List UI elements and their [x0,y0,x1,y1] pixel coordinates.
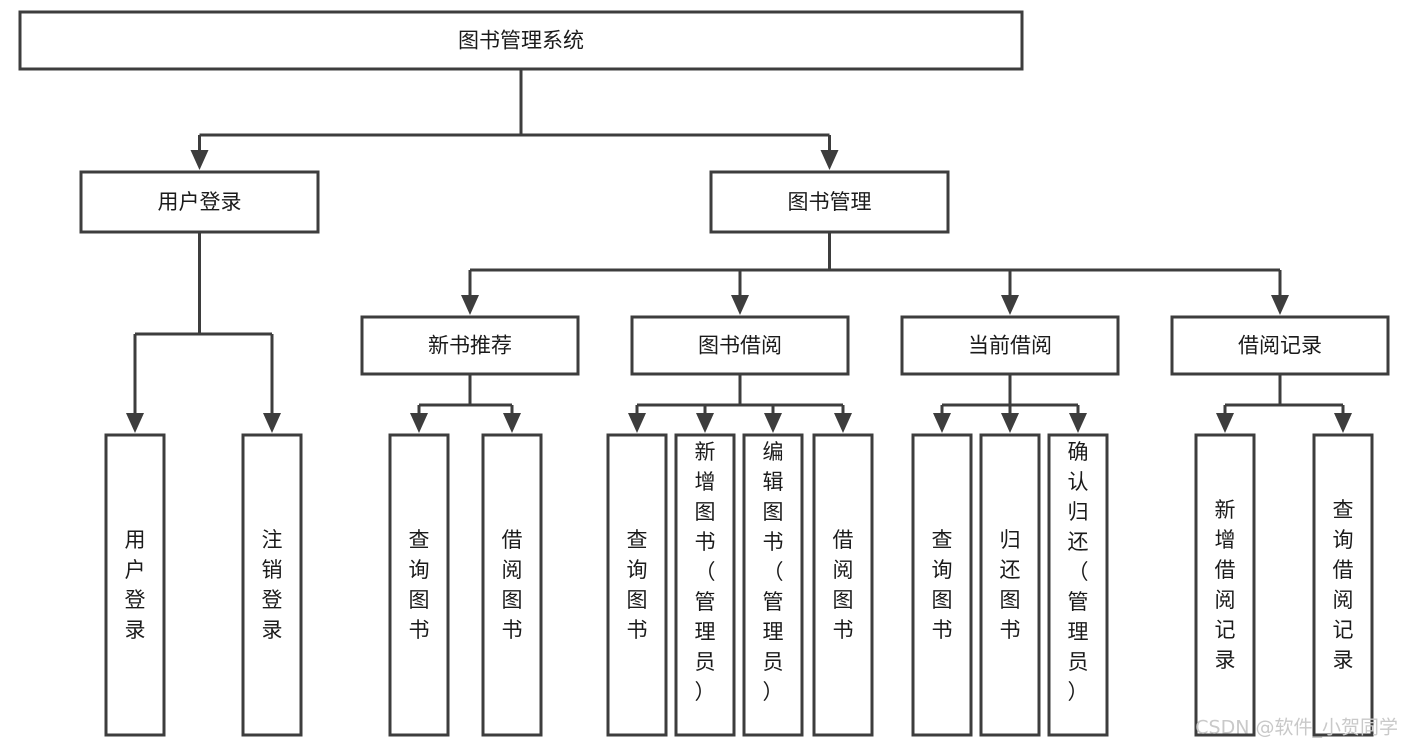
node-query-book-borrow[interactable]: 查询图书 [606,433,668,737]
arrow-head-icon-query-borrow-record [1334,413,1352,433]
csdn-watermark: CSDN @软件_小贺同学 [1195,717,1398,739]
node-box-root[interactable] [18,10,1024,71]
node-box-book-borrow[interactable] [630,315,850,376]
node-book-manage[interactable]: 图书管理 [709,170,950,234]
arrow-head-icon-borrow-book-action [834,413,852,433]
node-box-return-book[interactable] [979,433,1041,737]
node-label-user-login: 用户登录 [158,190,242,214]
node-box-add-borrow-record[interactable] [1194,433,1256,737]
arrow-head-icon-edit-book-admin [764,413,782,433]
node-book-borrow[interactable]: 图书借阅 [630,315,850,376]
node-box-query-book-recommend[interactable] [388,433,450,737]
arrow-head-icon-add-book-admin [696,413,714,433]
node-query-borrow-record[interactable]: 查询借阅记录 [1312,433,1374,737]
node-box-edit-book-admin[interactable] [742,433,804,737]
arrow-head-icon-new-book-recommend [461,295,479,315]
node-label-add-borrow-record: 新增借阅记录 [1215,498,1236,672]
node-box-book-manage[interactable] [709,170,950,234]
node-box-add-book-admin[interactable] [674,433,736,737]
node-label-current-borrow: 当前借阅 [968,334,1052,358]
node-box-new-book-recommend[interactable] [360,315,580,376]
node-user-login-do[interactable]: 用户登录 [104,433,166,737]
node-label-borrow-book-recommend: 借阅图书 [502,528,523,642]
arrow-head-icon-user-login-do [126,413,144,433]
arrow-head-icon-user-login [190,150,209,170]
arrow-head-icon-user-logout [263,413,281,433]
node-box-user-login-do[interactable] [104,433,166,737]
arrow-head-icon-confirm-return-admin [1069,413,1087,433]
node-box-borrow-book-action[interactable] [812,433,874,737]
node-new-book-recommend[interactable]: 新书推荐 [360,315,580,376]
arrow-head-icon-book-borrow [731,295,749,315]
node-box-query-book-borrow[interactable] [606,433,668,737]
node-current-borrow[interactable]: 当前借阅 [900,315,1120,376]
node-label-query-book-borrow: 查询图书 [627,528,648,642]
node-label-root: 图书管理系统 [458,29,584,53]
connector-layer [126,69,1352,433]
node-box-current-borrow[interactable] [900,315,1120,376]
node-label-confirm-return-admin: 确认归还（管理员） [1068,440,1089,704]
node-box-borrow-record[interactable] [1170,315,1390,376]
node-query-book-current[interactable]: 查询图书 [911,433,973,737]
node-user-logout[interactable]: 注销登录 [241,433,303,737]
arrow-head-icon-borrow-book-recommend [503,413,521,433]
node-root[interactable]: 图书管理系统 [18,10,1024,71]
node-borrow-book-action[interactable]: 借阅图书 [812,433,874,737]
node-label-edit-book-admin: 编辑图书（管理员） [763,440,784,704]
arrow-head-icon-query-book-borrow [628,413,646,433]
node-label-query-book-recommend: 查询图书 [409,528,430,642]
node-label-user-login-do: 用户登录 [125,528,146,642]
node-label-query-book-current: 查询图书 [932,528,953,642]
node-label-borrow-record: 借阅记录 [1238,334,1322,358]
node-label-borrow-book-action: 借阅图书 [833,528,854,642]
arrow-head-icon-book-manage [820,150,839,170]
node-box-query-borrow-record[interactable] [1312,433,1374,737]
node-layer: 图书管理系统用户登录图书管理用户登录注销登录新书推荐图书借阅当前借阅借阅记录查询… [18,10,1390,737]
node-label-book-manage: 图书管理 [788,190,872,214]
arrow-head-icon-query-book-current [933,413,951,433]
arrow-head-icon-return-book [1001,413,1019,433]
node-label-new-book-recommend: 新书推荐 [428,334,512,358]
node-query-book-recommend[interactable]: 查询图书 [388,433,450,737]
node-box-confirm-return-admin[interactable] [1047,433,1109,737]
node-label-query-borrow-record: 查询借阅记录 [1333,498,1354,672]
node-confirm-return-admin[interactable]: 确认归还（管理员） [1047,433,1109,737]
node-add-borrow-record[interactable]: 新增借阅记录 [1194,433,1256,737]
node-box-user-logout[interactable] [241,433,303,737]
node-label-user-logout: 注销登录 [262,528,283,642]
node-label-book-borrow: 图书借阅 [698,334,782,358]
arrow-head-icon-current-borrow [1001,295,1019,315]
node-box-user-login[interactable] [79,170,320,234]
arrow-head-icon-query-book-recommend [410,413,428,433]
node-borrow-record[interactable]: 借阅记录 [1170,315,1390,376]
node-edit-book-admin[interactable]: 编辑图书（管理员） [742,433,804,737]
node-label-add-book-admin: 新增图书（管理员） [695,440,716,704]
node-add-book-admin[interactable]: 新增图书（管理员） [674,433,736,737]
arrow-head-icon-borrow-record [1271,295,1289,315]
node-user-login[interactable]: 用户登录 [79,170,320,234]
arrow-head-icon-add-borrow-record [1216,413,1234,433]
node-borrow-book-recommend[interactable]: 借阅图书 [481,433,543,737]
node-box-query-book-current[interactable] [911,433,973,737]
node-label-return-book: 归还图书 [1000,528,1021,642]
node-return-book[interactable]: 归还图书 [979,433,1041,737]
node-box-borrow-book-recommend[interactable] [481,433,543,737]
